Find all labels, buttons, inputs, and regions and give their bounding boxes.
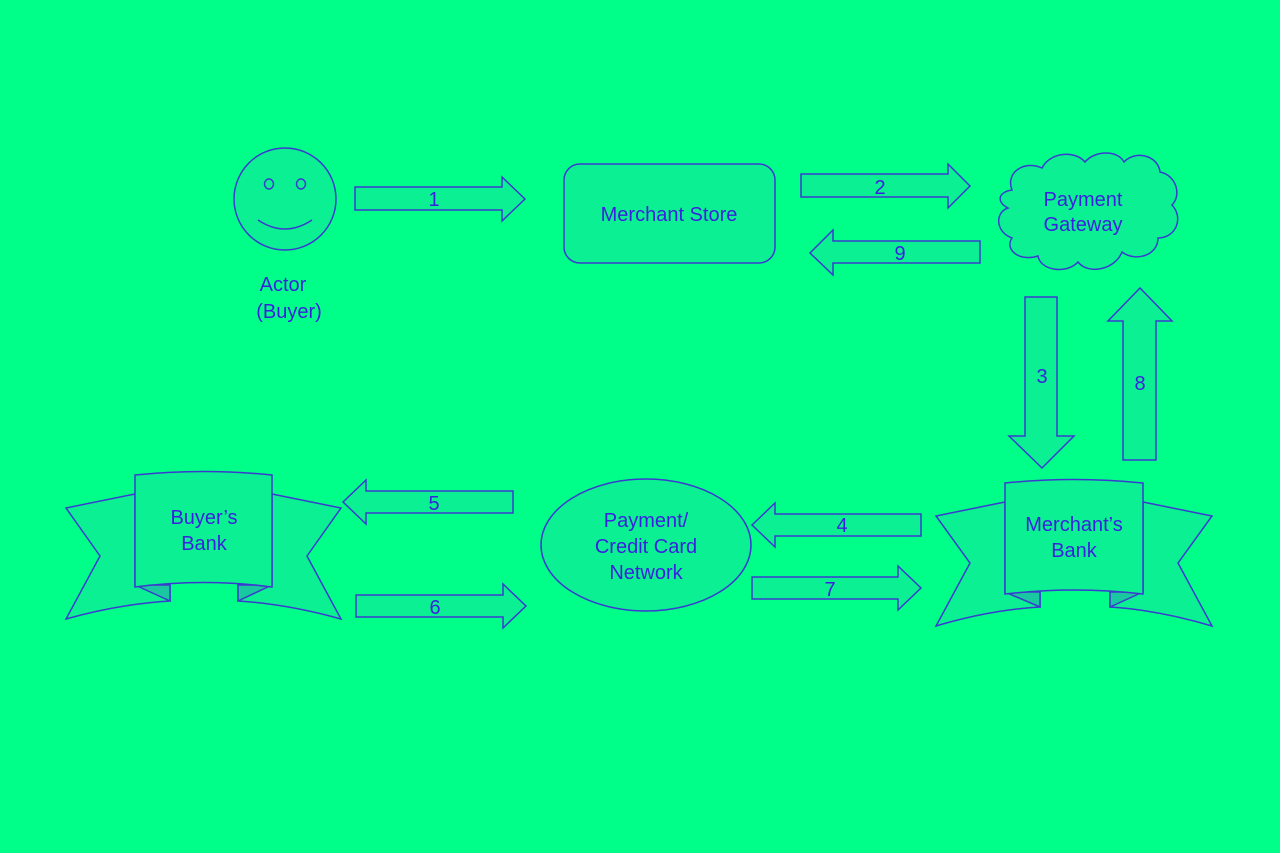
- buyers-bank-node: Buyer’s Bank: [64, 470, 343, 621]
- merchants-bank-label-line2: Bank: [1051, 540, 1098, 562]
- smiley-face-icon: [233, 147, 337, 251]
- merchant-store-label: Merchant Store: [601, 204, 738, 226]
- arrow-step-1: 1: [354, 175, 527, 223]
- arrow-step-6: 6: [355, 582, 528, 630]
- actor-label-line1: Actor: [260, 274, 307, 296]
- card-network-label-line1: Payment/: [604, 510, 689, 532]
- arrow-step-9: 9: [808, 228, 981, 277]
- arrow-step-2: 2: [800, 162, 972, 210]
- merchants-bank-label-line1: Merchant’s: [1025, 514, 1122, 536]
- merchant-store-node: Merchant Store: [563, 163, 776, 264]
- arrow-step-7: 7: [751, 564, 923, 612]
- arrow-step-3-label: 3: [1036, 366, 1047, 388]
- arrow-step-1-label: 1: [428, 189, 439, 211]
- payment-gateway-label-line1: Payment: [1044, 189, 1123, 211]
- arrow-step-5-label: 5: [428, 493, 439, 515]
- actor-node: Actor (Buyer): [233, 147, 337, 323]
- arrow-step-6-label: 6: [429, 597, 440, 619]
- card-network-node: Payment/ Credit Card Network: [540, 478, 752, 612]
- arrow-step-7-label: 7: [824, 579, 835, 601]
- arrow-step-3: 3: [1007, 296, 1076, 470]
- actor-label-line2: (Buyer): [256, 301, 322, 323]
- arrow-step-5: 5: [341, 478, 514, 526]
- card-network-label-line3: Network: [609, 562, 683, 584]
- buyers-bank-label-line2: Bank: [181, 533, 228, 555]
- arrow-step-8: 8: [1106, 286, 1174, 461]
- card-network-label-line2: Credit Card: [595, 536, 697, 558]
- arrow-step-9-label: 9: [894, 243, 905, 265]
- arrow-step-2-label: 2: [874, 177, 885, 199]
- arrow-step-4: 4: [750, 501, 922, 549]
- payment-gateway-label-line2: Gateway: [1044, 214, 1123, 236]
- arrow-step-8-label: 8: [1134, 373, 1145, 395]
- arrow-step-4-label: 4: [836, 515, 847, 537]
- payment-gateway-node: Payment Gateway: [998, 152, 1179, 271]
- buyers-bank-label-line1: Buyer’s: [170, 507, 237, 529]
- merchants-bank-node: Merchant’s Bank: [934, 478, 1214, 628]
